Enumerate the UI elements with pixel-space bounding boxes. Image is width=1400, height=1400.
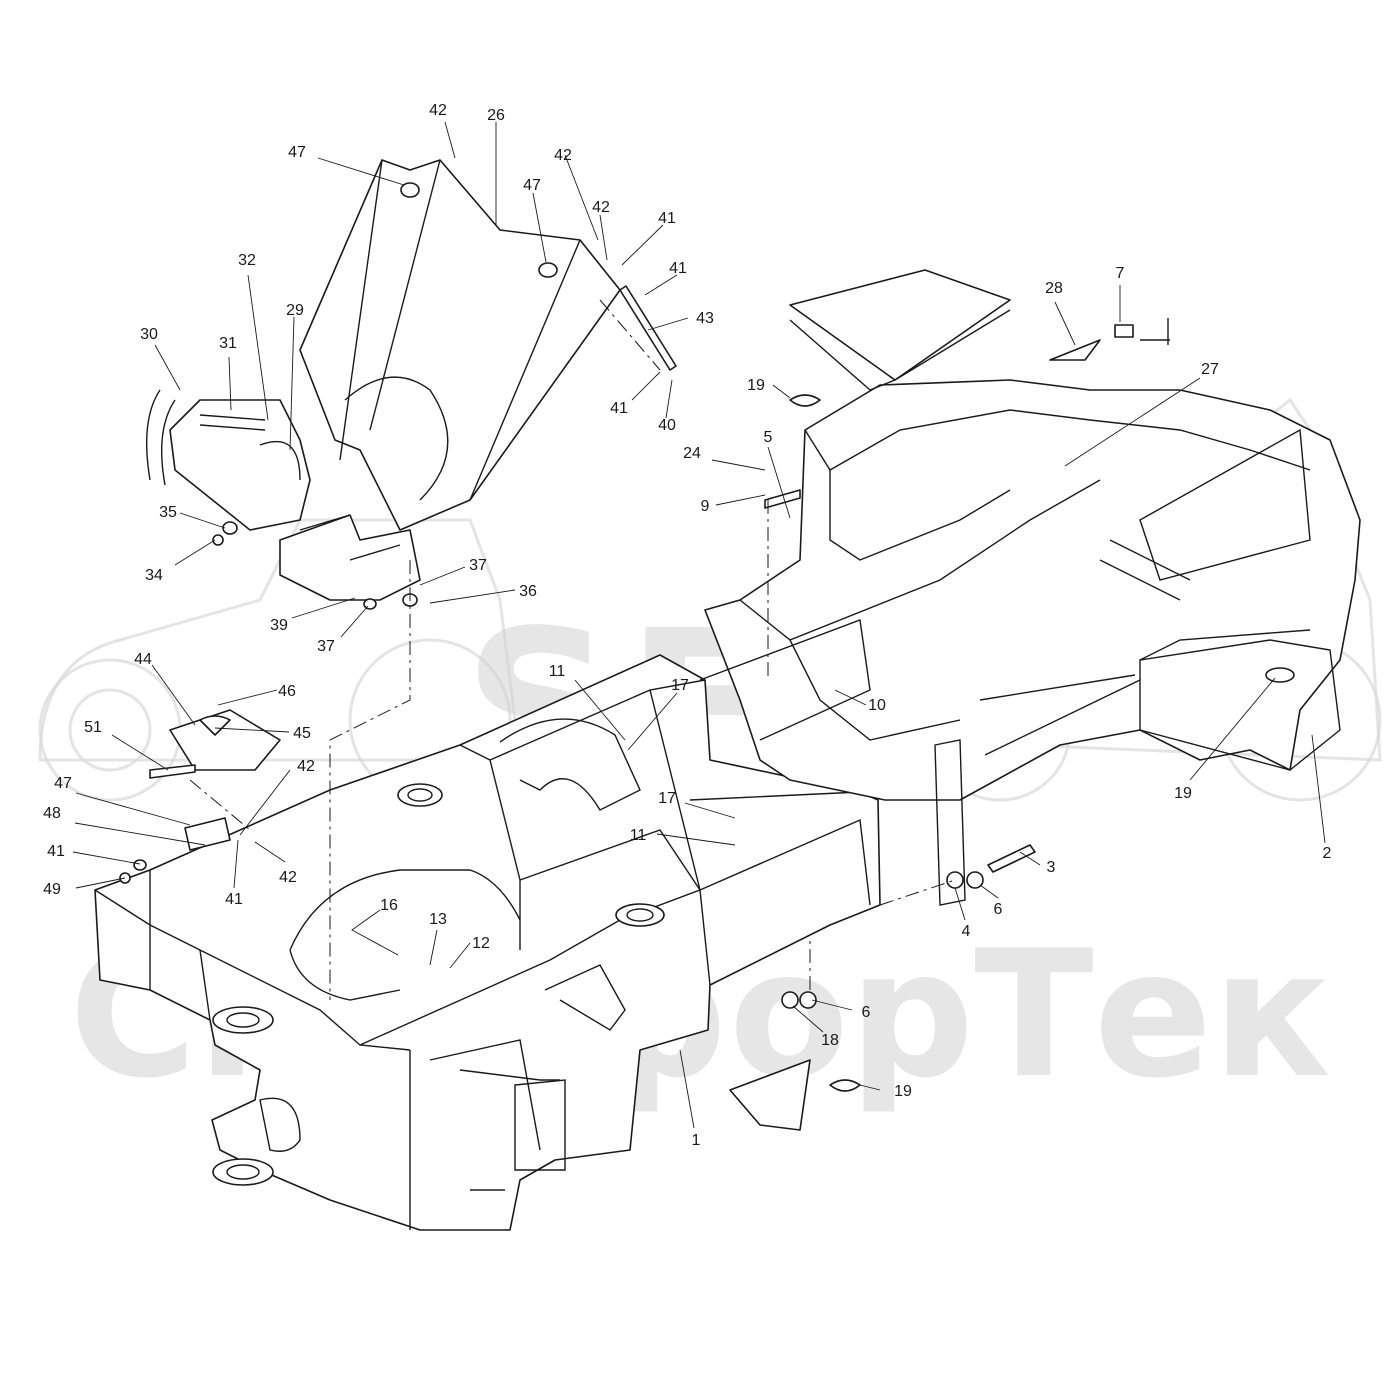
callout-30: 30	[140, 326, 158, 343]
callout-29: 29	[286, 302, 304, 319]
callout-41: 41	[47, 843, 65, 860]
callout-44: 44	[134, 651, 152, 668]
callout-27: 27	[1201, 361, 1219, 378]
callout-26: 26	[487, 107, 505, 124]
callout-17: 17	[671, 677, 689, 694]
bracket-assembly	[169, 514, 421, 771]
callout-28: 28	[1045, 280, 1063, 297]
callout-48: 48	[43, 805, 61, 822]
callout-45: 45	[293, 725, 311, 742]
callout-5: 5	[764, 429, 773, 446]
callout-41: 41	[610, 400, 628, 417]
callout-6: 6	[862, 1004, 871, 1021]
callout-3: 3	[1047, 859, 1056, 876]
callout-17: 17	[658, 790, 676, 807]
callout-47: 47	[523, 177, 541, 194]
callout-43: 43	[696, 310, 714, 327]
shield-panel-part	[299, 159, 621, 531]
callout-2: 2	[1323, 845, 1332, 862]
callout-19: 19	[894, 1083, 912, 1100]
loose-parts	[119, 285, 1170, 1131]
callout-16: 16	[380, 897, 398, 914]
callout-1: 1	[692, 1132, 701, 1149]
assembly-centre-lines	[149, 299, 956, 1000]
callout-7: 7	[1116, 265, 1125, 282]
callout-49: 49	[43, 881, 61, 898]
callout-31: 31	[219, 335, 237, 352]
callout-42: 42	[592, 199, 610, 216]
callout-41: 41	[225, 891, 243, 908]
callout-34: 34	[145, 567, 163, 584]
callout-6: 6	[994, 901, 1003, 918]
callout-41: 41	[669, 260, 687, 277]
callout-47: 47	[288, 144, 306, 161]
callout-39: 39	[270, 617, 288, 634]
callout-42: 42	[429, 102, 447, 119]
callout-labels: 42 26 47 42 47 42 41 41 43 41 40 32 30 3…	[43, 102, 1331, 1149]
callout-19: 19	[747, 377, 765, 394]
front-frame-part	[94, 654, 881, 1231]
leader-lines	[72, 121, 1326, 1129]
callout-12: 12	[472, 935, 490, 952]
callout-10: 10	[868, 697, 886, 714]
callout-24: 24	[683, 445, 701, 462]
callout-19: 19	[1174, 785, 1192, 802]
top-cover-plate	[789, 269, 1011, 391]
callout-9: 9	[701, 498, 710, 515]
callout-42: 42	[297, 758, 315, 775]
callout-51: 51	[84, 719, 102, 736]
callout-11: 11	[549, 663, 566, 680]
callout-41: 41	[658, 210, 676, 227]
callout-42: 42	[554, 147, 572, 164]
callout-4: 4	[962, 923, 971, 940]
rear-frame-part	[699, 379, 1361, 906]
callout-47: 47	[54, 775, 72, 792]
callout-37: 37	[317, 638, 335, 655]
callout-32: 32	[238, 252, 256, 269]
callout-36: 36	[519, 583, 537, 600]
callout-13: 13	[429, 911, 447, 928]
callout-18: 18	[821, 1032, 839, 1049]
side-plate-part	[146, 389, 311, 531]
callout-37: 37	[469, 557, 487, 574]
callout-35: 35	[159, 504, 177, 521]
callout-11: 11	[630, 827, 647, 844]
callout-42: 42	[279, 869, 297, 886]
callout-46: 46	[278, 683, 296, 700]
callout-40: 40	[658, 417, 676, 434]
